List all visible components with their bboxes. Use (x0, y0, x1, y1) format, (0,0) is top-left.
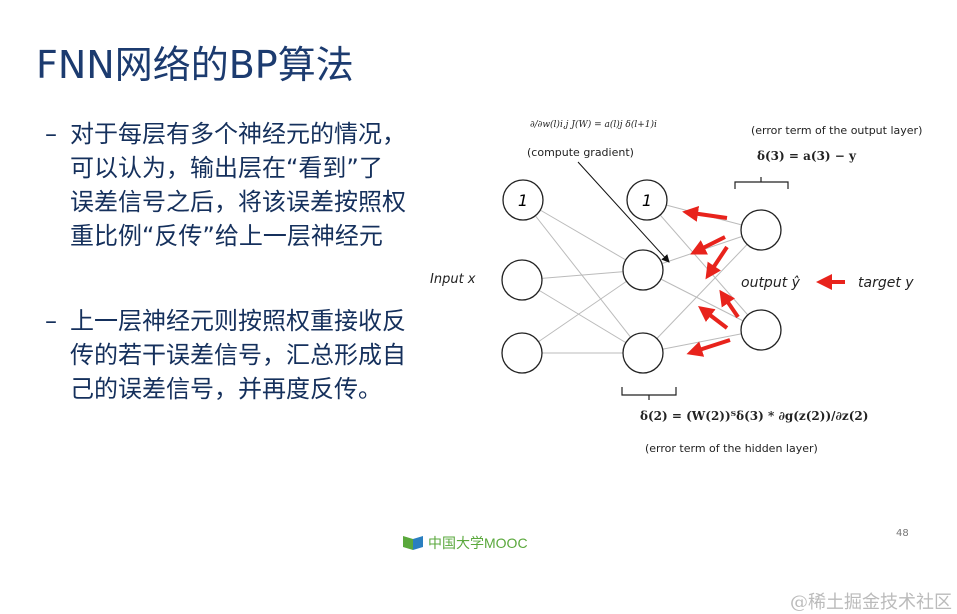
hidden-bias-node (626, 179, 668, 221)
red-arrow-icon (698, 305, 729, 330)
hidden-error-formula: δ(2) = (W(2))ᵀδ(3) * ∂g(z(2))/∂z(2) (640, 409, 868, 423)
input-node (501, 332, 543, 374)
output-bracket (734, 177, 789, 189)
hidden-node (622, 249, 664, 291)
watermark: @稀土掘金技术社区 (790, 592, 952, 613)
bullet-dash: – (45, 307, 57, 335)
bullet-2: – 上一层神经元则按照权重接收反 传的若干误差信号，汇总形成自 己的误差信号，并… (45, 304, 490, 406)
output-error-formula: δ(3) = a(3) − y (757, 149, 857, 163)
bullet-line: 可以认为，输出层在“看到”了 (70, 154, 383, 182)
output-node (740, 309, 782, 351)
input-bias-node (502, 179, 544, 221)
compute-gradient-label: (compute gradient) (527, 146, 634, 159)
page-number: 48 (896, 528, 909, 539)
bias-label: 1 (642, 191, 652, 210)
red-arrow-icon (705, 245, 729, 280)
target-label: target y (858, 275, 914, 291)
bullet-line: 误差信号之后，将该误差按照权 (70, 188, 406, 216)
bias-label: 1 (518, 191, 528, 210)
bullet-1: – 对于每层有多个神经元的情况， 可以认为，输出层在“看到”了 误差信号之后，将… (45, 117, 490, 253)
hidden-node (622, 332, 664, 374)
red-arrow-icon (682, 205, 728, 222)
bullet-line: 上一层神经元则按照权重接收反 (70, 307, 406, 335)
output-label: output ŷ (741, 275, 801, 291)
book-logo-icon (403, 536, 423, 550)
red-arrow-icon (686, 338, 731, 357)
hidden-bracket (621, 387, 677, 400)
gradient-pointer-arrow (577, 161, 670, 263)
bullet-dash: – (45, 120, 57, 148)
output-error-label: (error term of the output layer) (751, 124, 922, 137)
bullet-line: 对于每层有多个神经元的情况， (70, 120, 406, 148)
red-arrow-icon (719, 289, 740, 319)
input-label: Input x (430, 272, 476, 287)
slide-title: FNN网络的BP算法 (36, 43, 354, 87)
input-node (501, 259, 543, 301)
bullet-line: 己的误差信号，并再度反传。 (70, 375, 382, 403)
backprop-arrows (682, 205, 845, 357)
output-node (740, 209, 782, 251)
red-arrow-icon (690, 235, 726, 255)
logo-text: 中国大学MOOC (428, 535, 528, 551)
bullet-line: 重比例“反传”给上一层神经元 (70, 222, 383, 250)
bullet-line: 传的若干误差信号，汇总形成自 (70, 341, 406, 369)
mooc-logo: 中国大学MOOC (402, 533, 528, 553)
hidden-error-label: (error term of the hidden layer) (645, 442, 818, 455)
gradient-formula: ∂/∂w(l)i,j J(W) = a(l)j δ(l+1)i (530, 119, 657, 130)
